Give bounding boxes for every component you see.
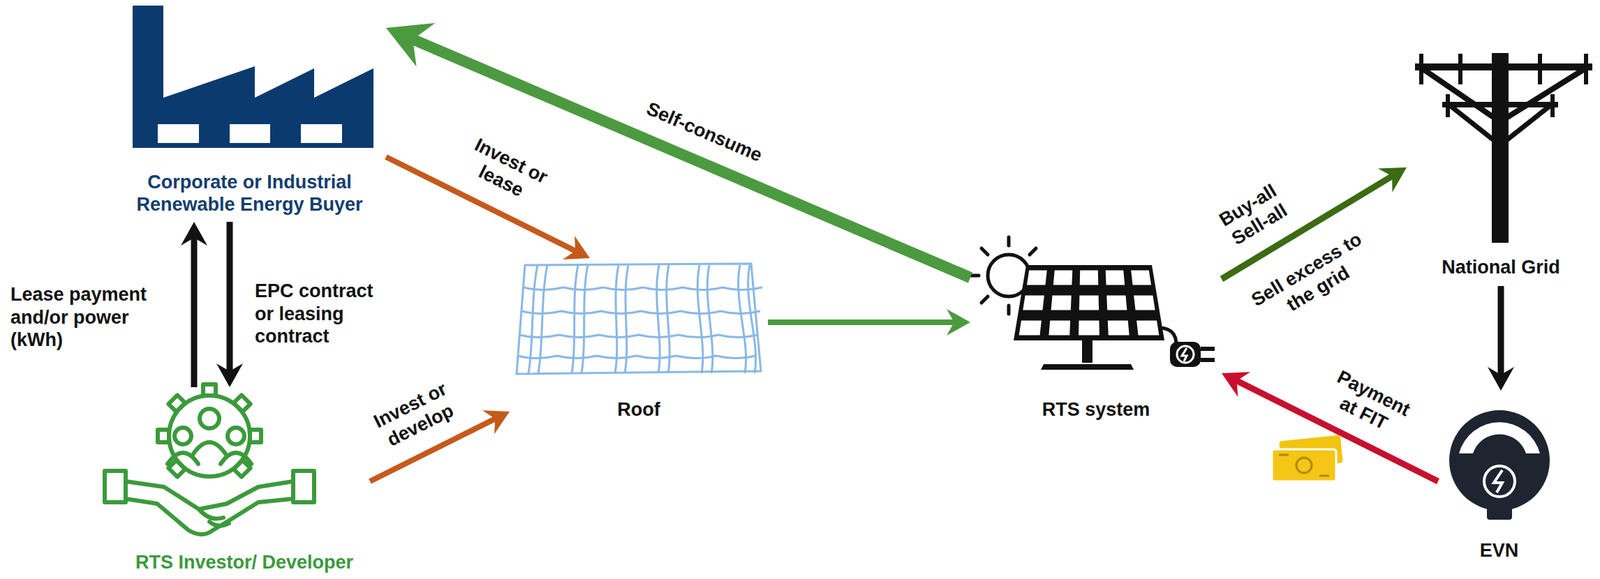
node-label: National Grid: [1406, 256, 1596, 279]
rts-node: RTS system: [970, 247, 1222, 426]
grid-node: National Grid: [1406, 52, 1596, 287]
panel-cell: [1136, 321, 1159, 336]
panel-cell: [1022, 295, 1045, 311]
roof-stroke: [523, 287, 763, 291]
investor-icon: [104, 384, 315, 535]
flow-arrow: [1221, 372, 1440, 485]
flow-arrow: [386, 23, 973, 283]
node-label: EVN: [1438, 539, 1561, 562]
edge-label: Self-consume: [622, 88, 786, 176]
buyer-node: Corporate or Industrial Renewable Energy…: [113, 5, 387, 222]
roof-stroke: [656, 265, 660, 374]
money-icon: [1271, 435, 1344, 482]
node-label: RTS Investor/ Developer: [118, 551, 370, 574]
meter-icon: [1449, 410, 1550, 521]
panel-cell: [1078, 321, 1100, 336]
pylon-icon: [1418, 55, 1589, 235]
edge-label: Payment at FIT: [1316, 363, 1422, 446]
edge-label: Invest or lease: [448, 127, 563, 216]
panel-cell: [1079, 270, 1099, 286]
panel-cell: [1105, 270, 1125, 286]
panel-cell: [1053, 270, 1073, 286]
edge-label: Buy-all Sell-all: [1202, 172, 1305, 259]
node-label: Corporate or Industrial Renewable Energy…: [113, 171, 387, 217]
edge-label: EPC contract or leasing contract: [254, 279, 395, 348]
node-label: Roof: [509, 398, 768, 421]
flow-arrow: [180, 221, 208, 388]
edge-label: Lease payment and/or power (kWh): [10, 283, 158, 352]
panel-cell: [1106, 295, 1127, 311]
panel-cell: [1107, 321, 1130, 336]
panel-cell: [1079, 295, 1099, 311]
edge-label: Invest or develop: [358, 372, 473, 460]
roof-stroke: [571, 265, 579, 374]
node-label: RTS system: [970, 398, 1222, 421]
panel-cell: [1051, 295, 1072, 311]
flow-arrow: [767, 309, 971, 336]
panel-cell: [1133, 295, 1156, 311]
flow-arrow: [216, 221, 243, 388]
evn-node: EVN: [1438, 390, 1561, 569]
roof-node: Roof: [509, 258, 768, 426]
roof-icon: [516, 263, 763, 375]
panel-cell: [1048, 321, 1071, 336]
panel-cell: [1026, 270, 1048, 286]
roof-stroke: [615, 265, 619, 374]
flow-arrow: [1487, 286, 1515, 391]
factory-icon: [132, 5, 374, 148]
solar-panel-icon: [970, 237, 1215, 370]
roof-stroke: [517, 356, 757, 359]
roof-stroke: [521, 311, 761, 315]
panel-cell: [1130, 270, 1152, 286]
investor-node: RTS Investor/ Developer: [118, 387, 370, 576]
panel-cell: [1019, 321, 1042, 336]
roof-stroke: [519, 335, 759, 338]
